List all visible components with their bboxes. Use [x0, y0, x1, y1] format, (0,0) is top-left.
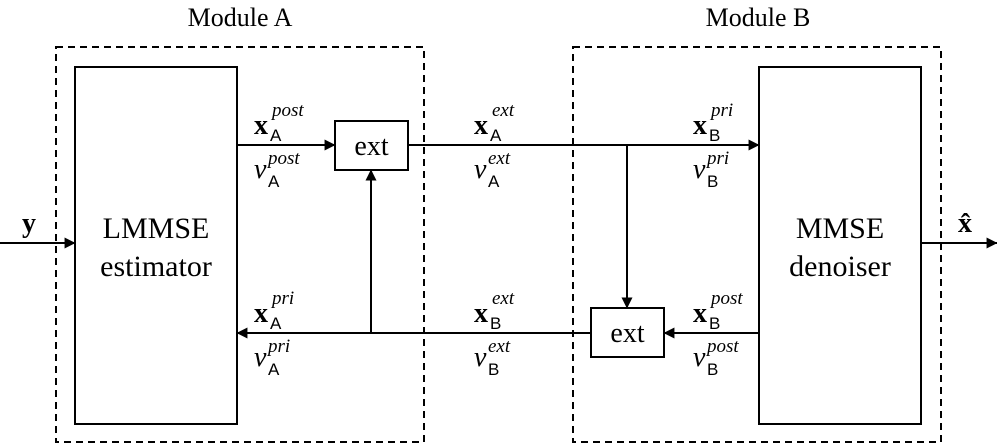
v-symbol: v [693, 342, 706, 373]
superscript-post: post [709, 288, 743, 309]
x-symbol: x [254, 110, 268, 141]
v-symbol: v [693, 154, 706, 185]
module-b-title: Module B [706, 3, 811, 32]
label-v-a-ext: v A ext [474, 148, 511, 191]
superscript-post: post [705, 336, 739, 357]
v-symbol: v [474, 342, 487, 373]
label-x-a-ext: x A ext [474, 100, 515, 145]
x-symbol: x [693, 298, 707, 329]
label-v-b-post: v B post [693, 336, 739, 379]
label-v-b-ext: v B ext [474, 336, 511, 379]
x-symbol: x [474, 110, 488, 141]
subscript-a: A [268, 360, 280, 379]
superscript-pri: pri [270, 288, 294, 309]
label-x-b-pri: x B pri [693, 100, 733, 145]
lmmse-estimator-block [74, 66, 238, 425]
v-symbol: v [254, 154, 267, 185]
label-x-b-post: x B post [693, 288, 743, 333]
superscript-post: post [270, 100, 304, 121]
mmse-label-line1: MMSE [796, 212, 884, 245]
mmse-label-line2: denoiser [789, 250, 891, 283]
subscript-a: A [270, 314, 282, 333]
input-label-y: y [22, 208, 36, 239]
v-symbol: v [254, 342, 267, 373]
label-x-a-post: x A post [254, 100, 304, 145]
superscript-post: post [266, 148, 300, 169]
subscript-a: A [490, 126, 502, 145]
module-a-frame [55, 46, 425, 443]
superscript-ext: ext [492, 100, 515, 121]
superscript-ext: ext [492, 288, 515, 309]
subscript-b: B [488, 360, 499, 379]
superscript-ext: ext [488, 148, 511, 169]
subscript-a: A [268, 172, 280, 191]
subscript-b: B [709, 126, 720, 145]
label-v-a-post: v A post [254, 148, 300, 191]
subscript-b: B [707, 172, 718, 191]
superscript-pri: pri [266, 336, 290, 357]
subscript-a: A [488, 172, 500, 191]
lmmse-label-line1: LMMSE [103, 212, 210, 245]
superscript-pri: pri [705, 148, 729, 169]
mmse-denoiser-block [758, 66, 922, 425]
module-a-title: Module A [188, 3, 293, 32]
v-symbol: v [474, 154, 487, 185]
x-symbol: x [474, 298, 488, 329]
label-v-a-pri: v A pri [254, 336, 290, 379]
subscript-b: B [709, 314, 720, 333]
x-symbol: x [693, 110, 707, 141]
lmmse-label-line2: estimator [100, 250, 212, 283]
output-label-xhat: x̂ [958, 208, 972, 239]
ext-block-b [590, 307, 665, 358]
module-b-frame [572, 46, 942, 443]
label-v-b-pri: v B pri [693, 148, 729, 191]
subscript-b: B [490, 314, 501, 333]
superscript-ext: ext [488, 336, 511, 357]
subscript-b: B [707, 360, 718, 379]
label-x-b-ext: x B ext [474, 288, 515, 333]
x-symbol: x [254, 298, 268, 329]
superscript-pri: pri [709, 100, 733, 121]
subscript-a: A [270, 126, 282, 145]
label-x-a-pri: x A pri [254, 288, 294, 333]
ext-block-a-label: ext [354, 131, 388, 162]
ext-block-b-label: ext [610, 318, 644, 349]
